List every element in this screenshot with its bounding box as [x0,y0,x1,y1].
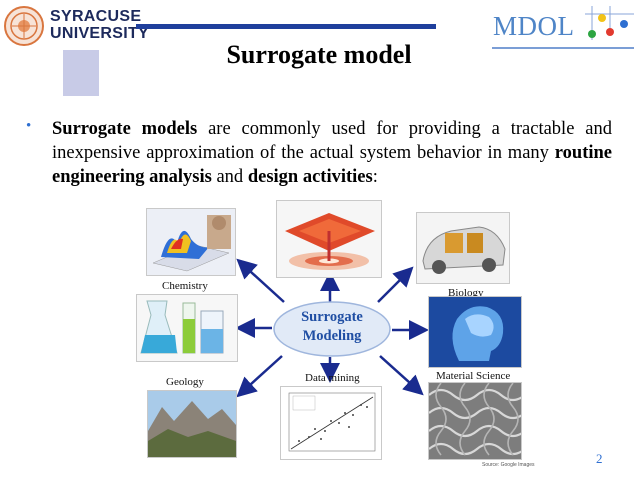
university-line2: UNIVERSITY [50,25,150,42]
scatter-plot-image-icon [288,392,376,452]
bullet-text: Surrogate models are commonly used for p… [52,117,612,189]
image-source-note: Source: Google Images [482,462,535,468]
surface-plot-image-icon [152,215,231,272]
surrogate-modeling-node: Surrogate Modeling [272,300,392,358]
decorative-square [63,50,99,96]
bullet-text-part-3: : [372,167,378,187]
panel-brain [428,296,522,368]
university-line1: SYRACUSE [50,8,142,25]
bullet-marker: • [26,118,32,134]
brain-image-icon [429,297,521,367]
panel-material-science [428,382,522,460]
label-geology: Geology [166,376,204,388]
center-label-line1: Surrogate [301,309,363,325]
label-chemistry: Chemistry [162,280,208,292]
university-seal-icon [4,6,44,46]
mountain-landscape-image-icon [148,391,236,457]
slide-title: Surrogate model [226,40,412,69]
mdol-logo-graphic-icon [492,6,634,49]
car-cutaway-image-icon [422,226,506,274]
arrow-to-top-left [236,258,285,303]
arrow-to-bottom-left [236,355,283,398]
header-divider-bar [136,24,436,29]
panel-geology [147,390,237,458]
bold-term-engineering-analysis: routine engineering analysis [52,143,612,187]
center-label-line2: Modeling [302,328,362,344]
contour-plot-image-icon [285,213,375,270]
center-ellipse-shape [273,301,391,357]
page-number: 2 [596,451,603,466]
panel-car-model [416,212,510,284]
material-mesh-image-icon [429,383,521,459]
arrow-to-bottom-right [379,355,424,396]
label-data-mining: Data mining [305,372,360,384]
chemistry-beakers-image-icon [140,300,224,354]
bold-term-surrogate-models: Surrogate models [52,119,198,139]
university-name: SYRACUSE UNIVERSITY [50,8,149,42]
bullet-text-part-1: are commonly used for providing a tracta… [52,119,613,163]
panel-contour-plot [276,200,382,278]
lab-logo-text: MDOL [493,11,575,41]
bullet-text-part-2: and [211,167,248,187]
label-material-science: Material Science [436,370,511,382]
center-label: Surrogate Modeling [272,308,392,346]
mdol-logo: MDOL [488,4,636,50]
bold-term-design-activities: design activities [247,167,373,187]
panel-data-mining [280,386,382,460]
panel-3d-plot [146,208,236,276]
arrow-to-top-right [377,266,414,303]
panel-beakers [136,294,238,362]
syracuse-logo: SYRACUSE UNIVERSITY [4,6,154,46]
